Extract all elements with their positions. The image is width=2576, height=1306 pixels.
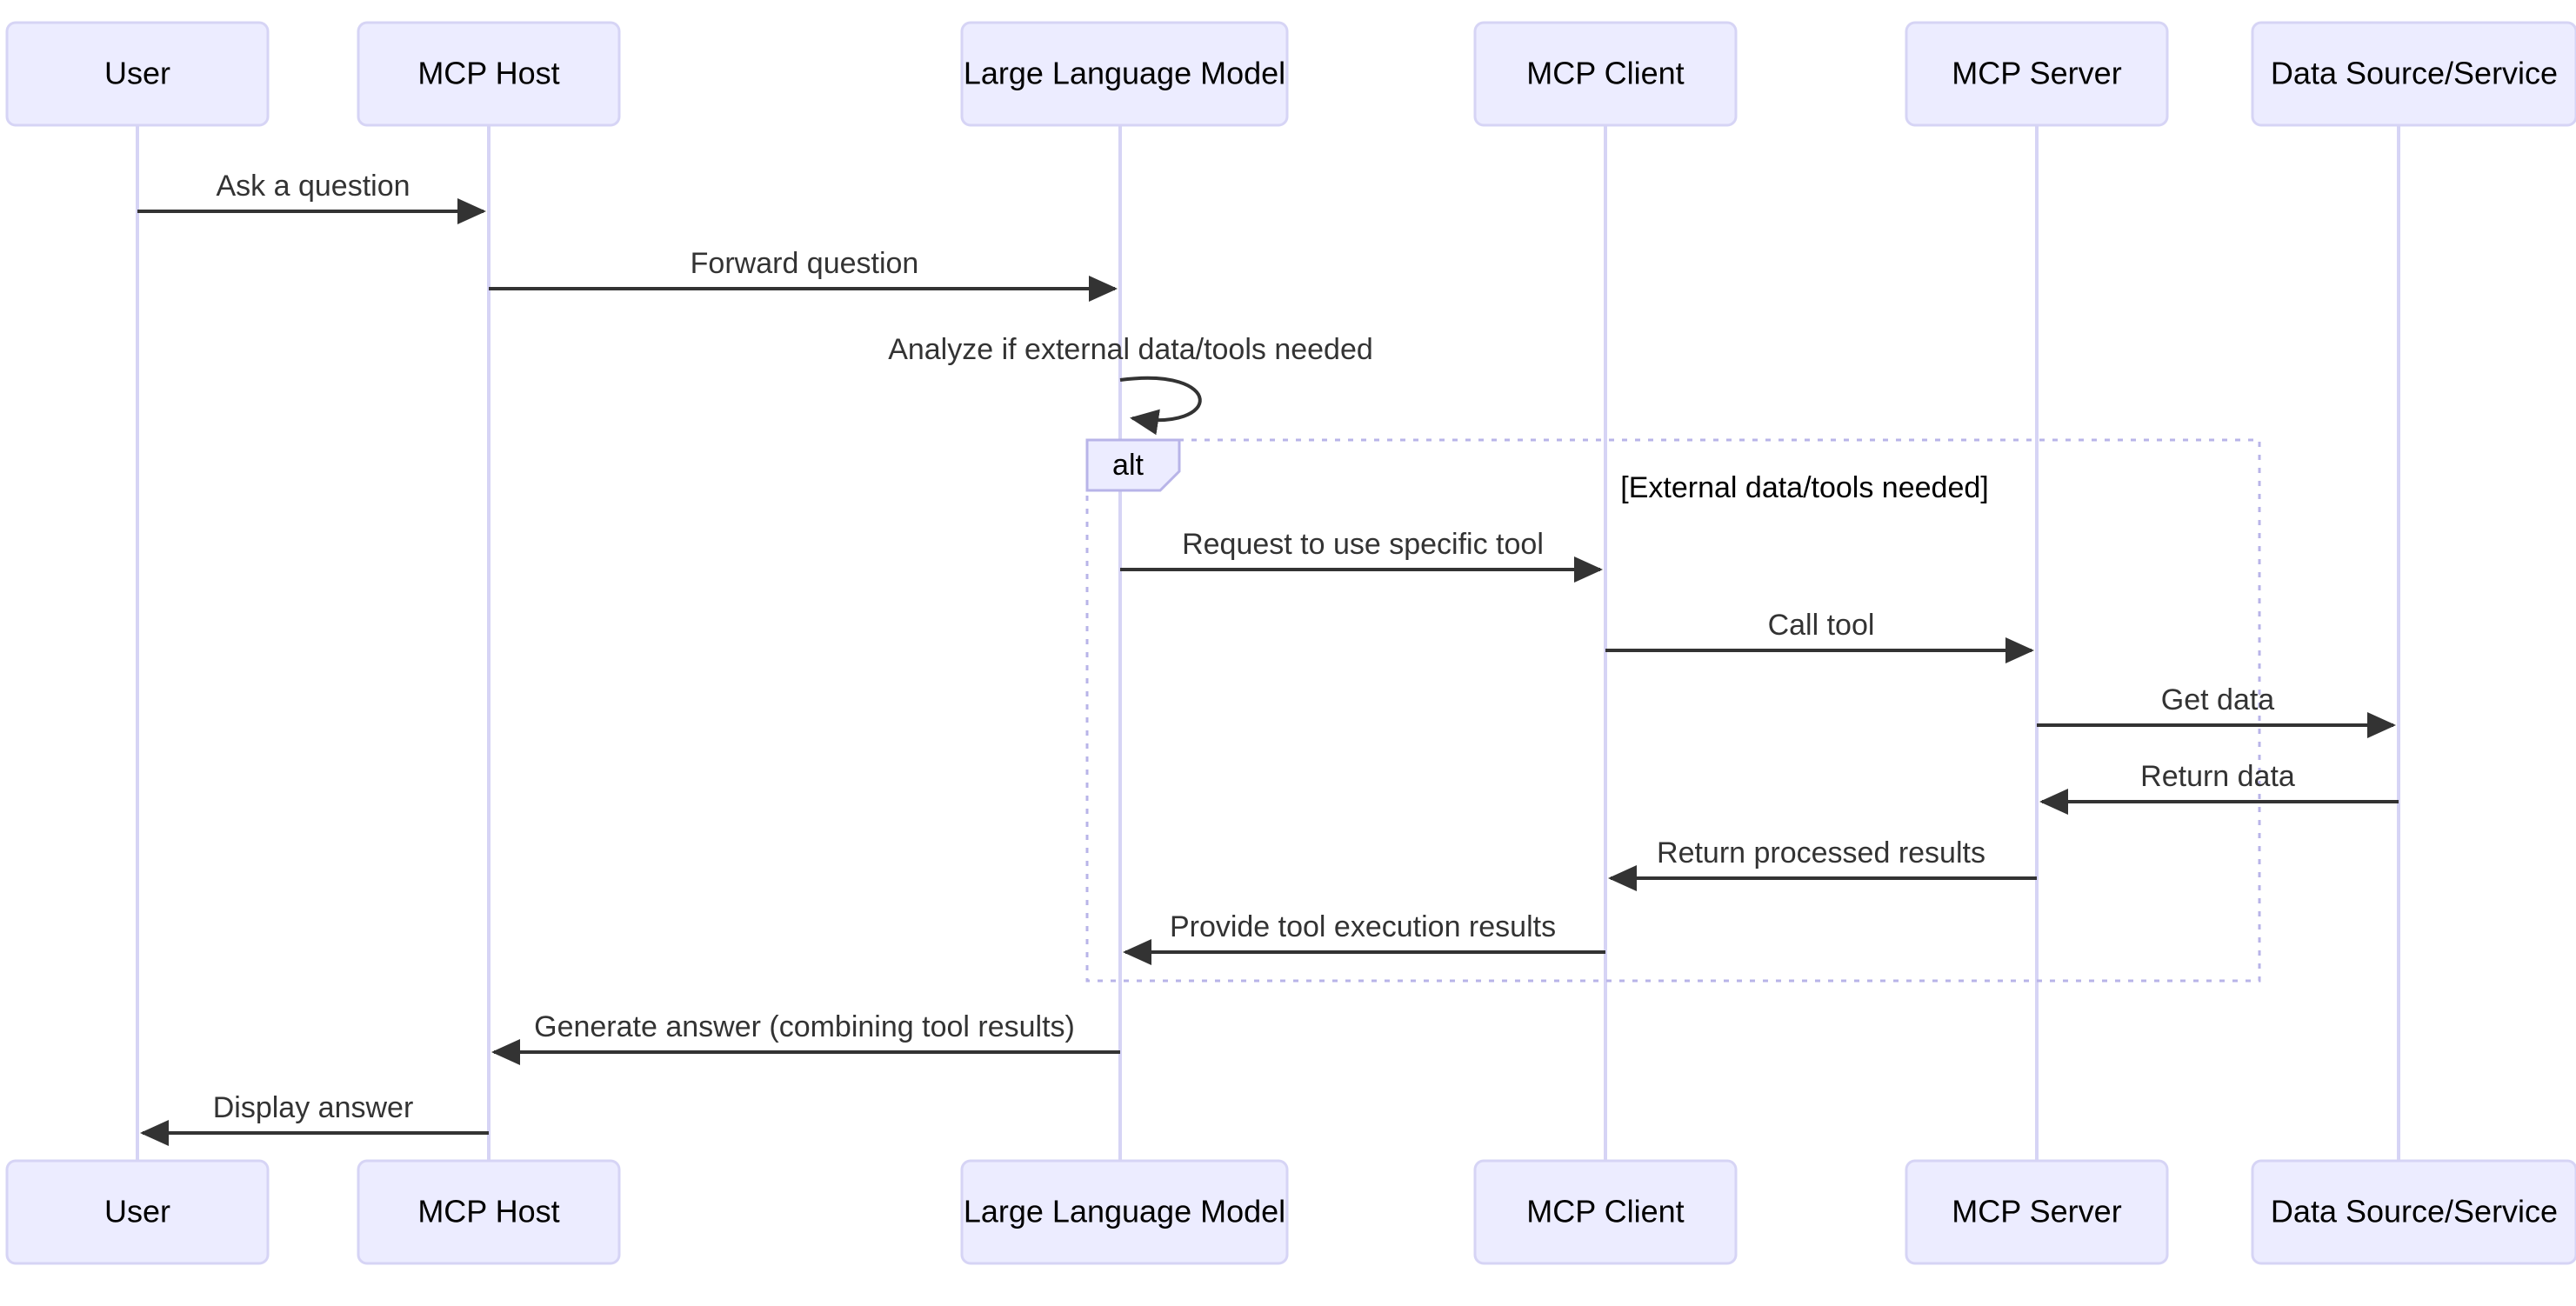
actor-server-bottom[interactable]: MCP Server (1905, 1159, 2169, 1265)
message-self-loop-arrow (1119, 376, 1202, 436)
message-m2: Forward question (489, 247, 1118, 302)
actor-client-top[interactable]: MCP Client (1473, 21, 1738, 127)
actor-label: MCP Host (417, 56, 559, 91)
actor-box[interactable] (1905, 1159, 2169, 1265)
actor-label: MCP Client (1526, 56, 1684, 91)
actor-box[interactable] (960, 21, 1289, 127)
message-label: Request to use specific tool (1182, 528, 1544, 561)
actor-label: MCP Client (1526, 1194, 1684, 1229)
actor-box[interactable] (1905, 21, 2169, 127)
actor-box[interactable] (1473, 21, 1738, 127)
fragment-condition-label: [External data/tools needed] (1620, 471, 1988, 504)
actor-label: MCP Host (417, 1194, 559, 1229)
actors-bottom-layer: User MCP Host Large Language Model MCP Clie… (5, 1159, 2576, 1265)
message-m10: Generate answer (combining tool results) (491, 1010, 1120, 1065)
actor-label: User (104, 56, 170, 91)
message-label: Get data (2161, 683, 2275, 716)
actor-source-top[interactable]: Data Source/Service (2251, 21, 2576, 127)
actor-label: Large Language Model (964, 56, 1285, 91)
fragments-layer: alt [External data/tools needed] (1085, 438, 2261, 983)
message-m6: Get data (2037, 683, 2396, 738)
actor-label: User (104, 1194, 170, 1229)
actor-box[interactable] (357, 1159, 621, 1265)
actor-user-bottom[interactable]: User (5, 1159, 270, 1265)
fragment-frame (1085, 438, 2261, 983)
message-label: Analyze if external data/tools needed (888, 333, 1373, 366)
actor-server-top[interactable]: MCP Server (1905, 21, 2169, 127)
fragment-keyword-label: alt (1112, 449, 1144, 482)
message-label: Ask a question (216, 170, 410, 203)
actor-box[interactable] (2251, 1159, 2576, 1265)
actor-box[interactable] (1473, 1159, 1738, 1265)
actor-box[interactable] (2251, 21, 2576, 127)
message-label: Call tool (1768, 609, 1875, 642)
actor-box[interactable] (5, 21, 270, 127)
fragment-alt: alt [External data/tools needed] (1085, 438, 2261, 983)
lifelines-layer (136, 125, 2400, 1161)
actor-label: Large Language Model (964, 1194, 1285, 1229)
actor-host-top[interactable]: MCP Host (357, 21, 621, 127)
actor-label: MCP Server (1952, 56, 2121, 91)
message-label: Return data (2140, 760, 2295, 793)
actor-box[interactable] (5, 1159, 270, 1265)
message-m7: Return data (2039, 760, 2399, 815)
actor-box[interactable] (357, 21, 621, 127)
message-label: Return processed results (1657, 836, 1985, 870)
message-label: Forward question (691, 247, 919, 280)
actor-user-top[interactable]: User (5, 21, 270, 127)
message-m3: Analyze if external data/tools needed (888, 333, 1373, 436)
message-m8: Return processed results (1608, 836, 2037, 891)
actor-label: Data Source/Service (2271, 56, 2558, 91)
actor-client-bottom[interactable]: MCP Client (1473, 1159, 1738, 1265)
actor-source-bottom[interactable]: Data Source/Service (2251, 1159, 2576, 1265)
actor-llm-bottom[interactable]: Large Language Model (960, 1159, 1289, 1265)
message-m11: Display answer (140, 1091, 489, 1146)
actor-label: Data Source/Service (2271, 1194, 2558, 1229)
message-m5: Call tool (1605, 609, 2034, 663)
actor-box[interactable] (960, 1159, 1289, 1265)
actor-llm-top[interactable]: Large Language Model (960, 21, 1289, 127)
actors-top-layer: User MCP Host Large Language Model MCP Clie… (5, 21, 2576, 127)
fragment-tab (1085, 438, 1181, 492)
message-m4: Request to use specific tool (1120, 528, 1603, 583)
message-label: Generate answer (combining tool results) (534, 1010, 1075, 1043)
message-m9: Provide tool execution results (1123, 910, 1605, 965)
actor-label: MCP Server (1952, 1194, 2121, 1229)
message-label: Provide tool execution results (1170, 910, 1556, 943)
actor-host-bottom[interactable]: MCP Host (357, 1159, 621, 1265)
message-m1: Ask a question (137, 170, 486, 224)
message-label: Display answer (213, 1091, 414, 1124)
